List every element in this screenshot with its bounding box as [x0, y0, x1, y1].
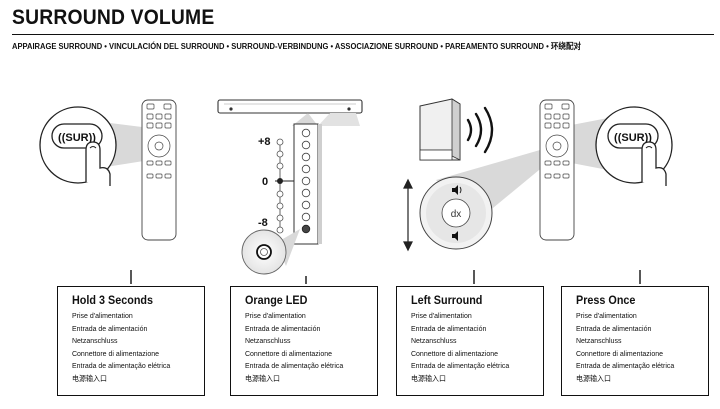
list-item: Connettore di alimentazione: [72, 348, 159, 358]
list-item: Prise d'alimentation: [245, 311, 306, 320]
page-title: SURROUND VOLUME: [12, 6, 215, 29]
step-title: Left Surround: [411, 293, 483, 307]
step-card-left-surround: Left Surround Prise d'alimentation Entra…: [396, 286, 544, 396]
remote-illustration-left: ((SUR)): [39, 99, 177, 241]
step-lines: Prise d'alimentation Entrada de alimenta…: [245, 310, 377, 386]
list-item: Entrada de alimentación: [245, 323, 321, 333]
list-item: Netzanschluss: [576, 336, 622, 346]
list-item: 电源输入口: [245, 373, 280, 383]
list-item: 电源输入口: [576, 373, 611, 383]
sur-button-label: ((SUR)): [58, 132, 96, 144]
surround-speaker-illustration: dx: [403, 98, 556, 252]
step-title: Orange LED: [245, 293, 308, 307]
list-item: Entrada de alimentación: [411, 323, 487, 333]
list-item: Entrada de alimentação elétrica: [72, 361, 171, 371]
list-item: Entrada de alimentação elétrica: [245, 361, 344, 371]
list-item: Prise d'alimentation: [411, 311, 472, 320]
illustrations: ((SUR)) +8 0 -8: [39, 98, 673, 284]
scale-bottom-label: -8: [258, 217, 268, 229]
title-divider: [12, 34, 714, 35]
up-down-arrow-icon: [403, 178, 413, 252]
center-dx-label: dx: [451, 209, 462, 220]
list-item: 电源输入口: [72, 373, 107, 383]
list-item: Entrada de alimentação elétrica: [411, 361, 510, 371]
soundbar-illustration: +8 0 -8: [217, 99, 363, 275]
list-item: Connettore di alimentazione: [576, 348, 663, 358]
list-item: Entrada de alimentación: [576, 323, 652, 333]
list-item: Netzanschluss: [72, 336, 118, 346]
list-item: Entrada de alimentación: [72, 323, 148, 333]
list-item: Prise d'alimentation: [72, 311, 133, 320]
step-lines: Prise d'alimentation Entrada de alimenta…: [72, 310, 204, 386]
list-item: 电源输入口: [411, 373, 446, 383]
sur-button-label-right: ((SUR)): [614, 132, 652, 144]
list-item: Entrada de alimentação elétrica: [576, 361, 675, 371]
step-lines: Prise d'alimentation Entrada de alimenta…: [411, 310, 543, 386]
scale-top-label: +8: [258, 136, 271, 148]
list-item: Netzanschluss: [245, 336, 291, 346]
step-lines: Prise d'alimentation Entrada de alimenta…: [576, 310, 708, 386]
volume-up-icon: [452, 185, 462, 195]
step-title: Press Once: [576, 293, 636, 307]
sound-waves-icon: [466, 106, 494, 154]
step-card-hold: Hold 3 Seconds Prise d'alimentation Entr…: [57, 286, 205, 396]
scale-mid-label: 0: [262, 176, 268, 188]
step-title: Hold 3 Seconds: [72, 293, 154, 307]
list-item: Connettore di alimentazione: [411, 348, 498, 358]
step-card-orange-led: Orange LED Prise d'alimentation Entrada …: [230, 286, 378, 396]
page-subtitle: APPAIRAGE SURROUND • VINCULACIÓN DEL SUR…: [12, 41, 582, 51]
list-item: Connettore di alimentazione: [245, 348, 332, 358]
list-item: Prise d'alimentation: [576, 311, 637, 320]
volume-down-icon: [452, 231, 458, 241]
list-item: Netzanschluss: [411, 336, 457, 346]
remote-illustration-right: ((SUR)): [539, 99, 673, 241]
step-card-press-once: Press Once Prise d'alimentation Entrada …: [561, 286, 709, 396]
